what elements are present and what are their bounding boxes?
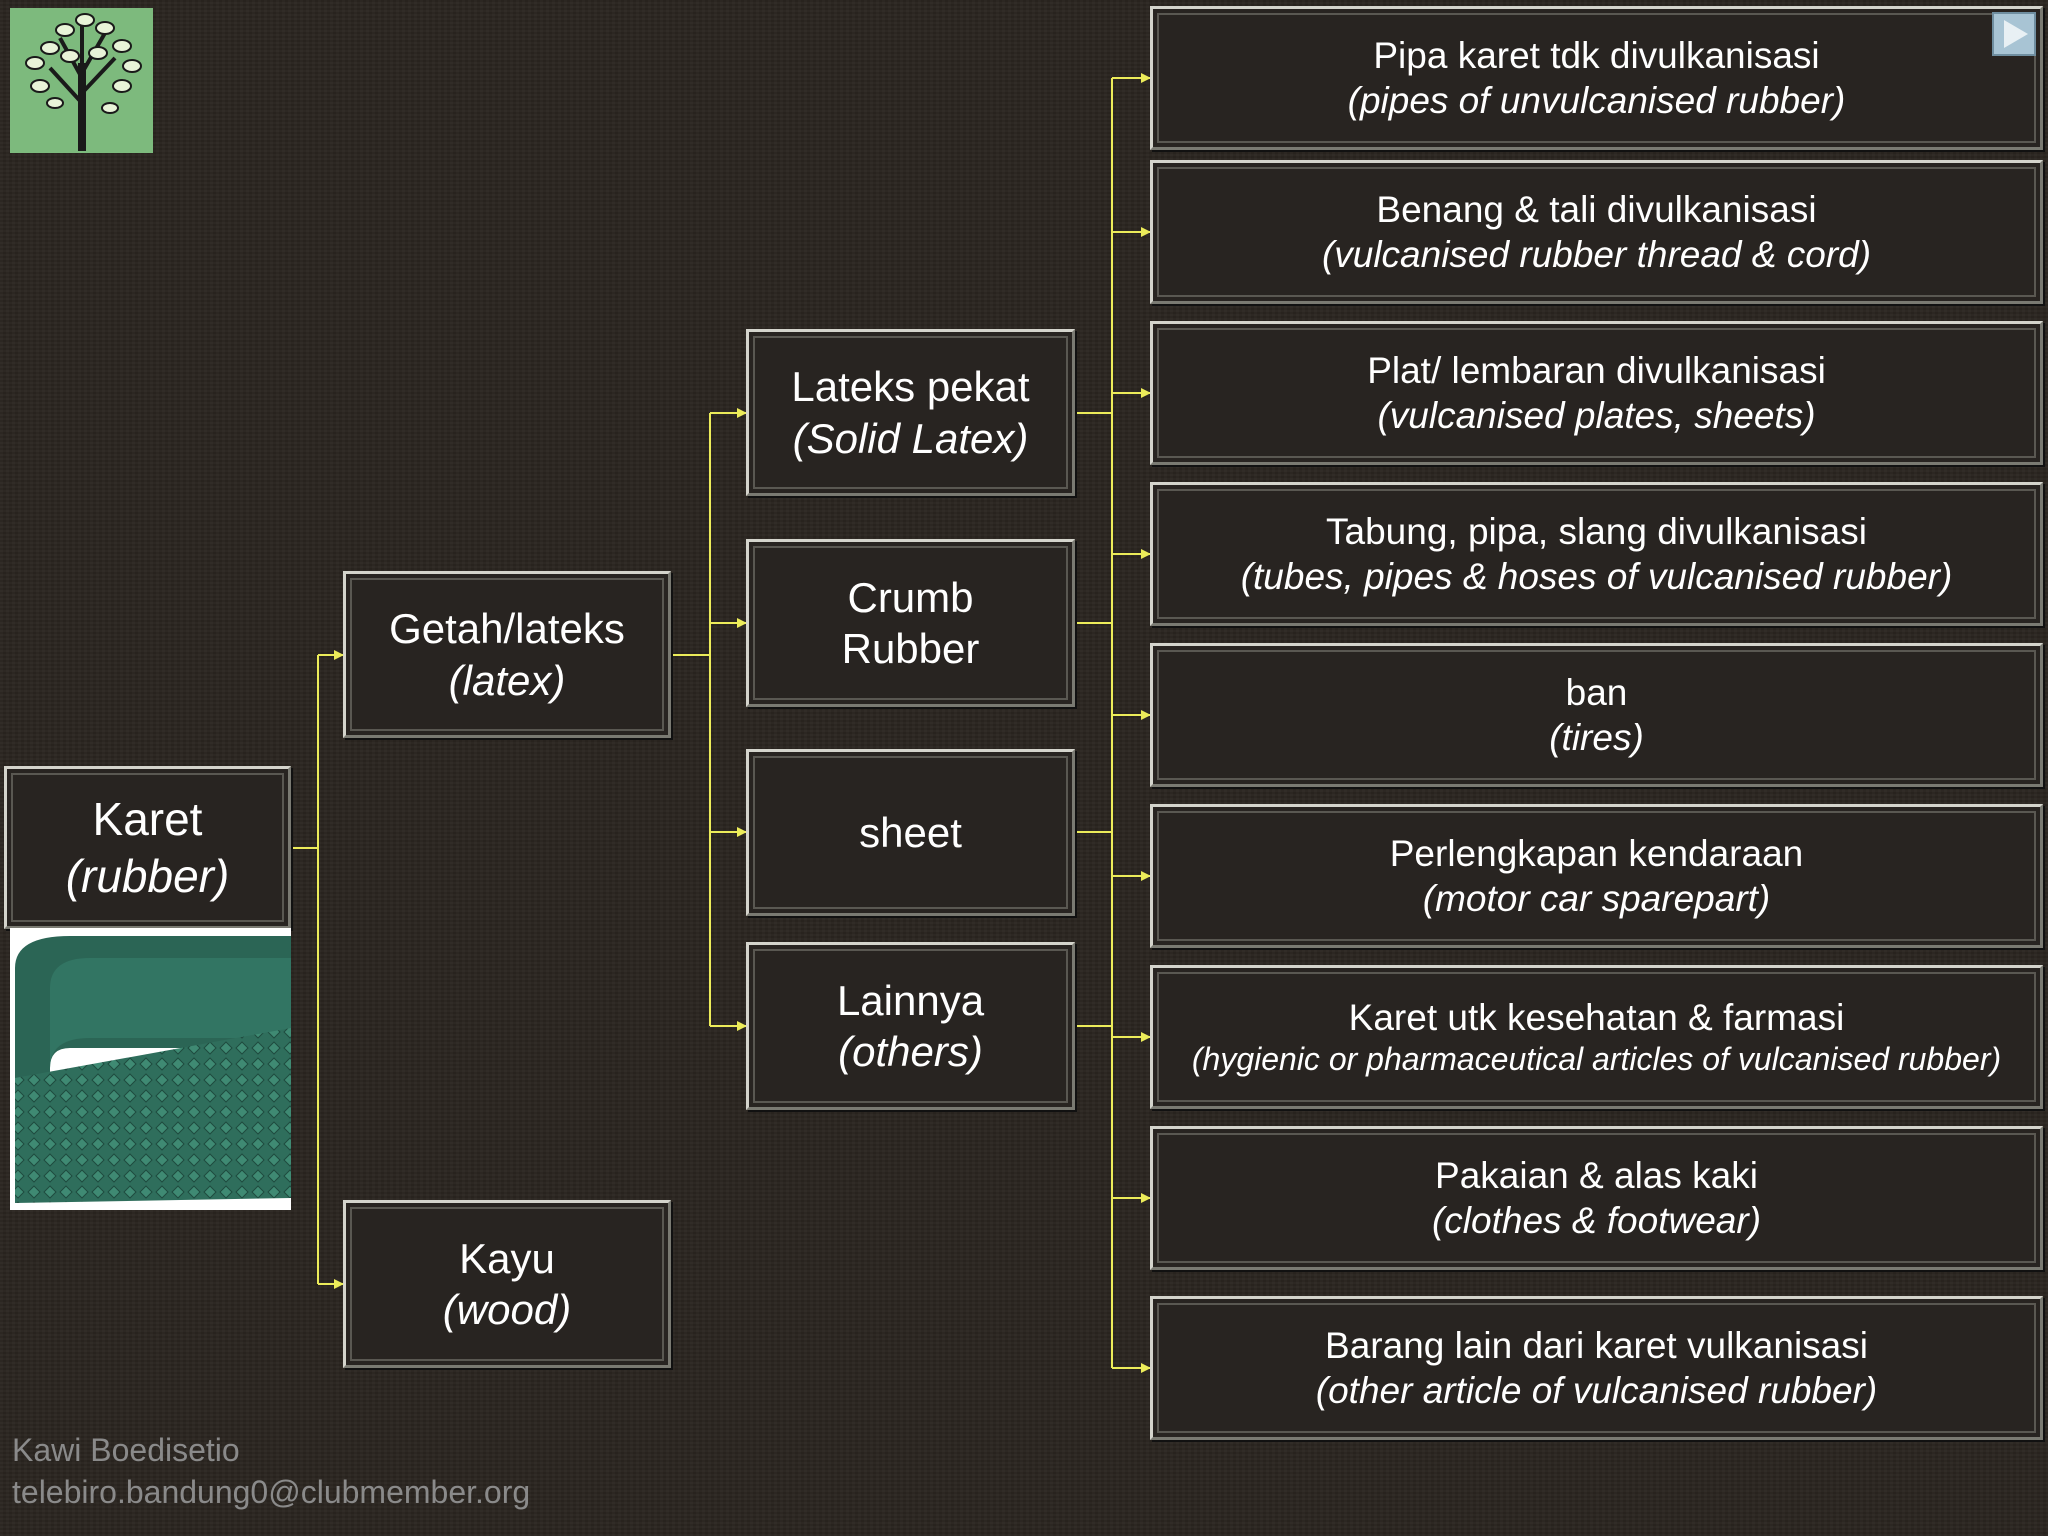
node-lainnya-label: Lainnya — [836, 976, 985, 1024]
footer-email: telebiro.bandung0@clubmember.org — [12, 1474, 531, 1510]
product-3-label: Plat/ lembaran divulkanisasi — [1367, 349, 1826, 391]
product-1: Pipa karet tdk divulkanisasi (pipes of u… — [1150, 6, 2043, 150]
tree-icon — [10, 8, 153, 153]
product-9-sub: (other article of vulcanised rubber) — [1315, 1370, 1878, 1411]
node-getah-lateks: Getah/lateks (latex) — [343, 571, 671, 738]
product-2: Benang & tali divulkanisasi (vulcanised … — [1150, 160, 2043, 304]
product-2-label: Benang & tali divulkanisasi — [1376, 188, 1817, 230]
product-4-sub: (tubes, pipes & hoses of vulcanised rubb… — [1240, 556, 1953, 597]
product-2-sub: (vulcanised rubber thread & cord) — [1321, 234, 1872, 275]
product-7-sub: (hygienic or pharmaceutical articles of … — [1191, 1041, 2002, 1078]
product-8: Pakaian & alas kaki (clothes & footwear) — [1150, 1126, 2043, 1270]
product-1-label: Pipa karet tdk divulkanisasi — [1373, 34, 1820, 76]
node-lainnya-sub: (others) — [838, 1028, 983, 1075]
node-crumb-label: Crumb — [847, 573, 974, 621]
product-4-label: Tabung, pipa, slang divulkanisasi — [1326, 510, 1867, 552]
node-kayu: Kayu (wood) — [343, 1200, 671, 1368]
product-9: Barang lain dari karet vulkanisasi (othe… — [1150, 1296, 2043, 1440]
product-6: Perlengkapan kendaraan (motor car sparep… — [1150, 804, 2043, 948]
product-7-label: Karet utk kesehatan & farmasi — [1348, 996, 1845, 1038]
product-8-sub: (clothes & footwear) — [1431, 1200, 1762, 1241]
product-1-sub: (pipes of unvulcanised rubber) — [1347, 80, 1846, 121]
node-root-label: Karet — [92, 793, 203, 846]
node-getah-label: Getah/lateks — [389, 605, 625, 653]
product-9-label: Barang lain dari karet vulkanisasi — [1325, 1324, 1868, 1366]
node-getah-sub: (latex) — [448, 656, 566, 704]
product-8-label: Pakaian & alas kaki — [1435, 1154, 1758, 1196]
product-6-sub: (motor car sparepart) — [1422, 878, 1771, 919]
node-crumb-rubber: Crumb Rubber — [746, 539, 1075, 707]
node-root-sub: (rubber) — [65, 849, 230, 902]
play-arrow-icon[interactable] — [1992, 12, 2036, 56]
product-7: Karet utk kesehatan & farmasi (hygienic … — [1150, 965, 2043, 1109]
node-kayu-label: Kayu — [459, 1234, 555, 1282]
rubber-mat-image — [10, 928, 291, 1210]
node-lateks-sub: (Solid Latex) — [792, 414, 1029, 462]
product-6-label: Perlengkapan kendaraan — [1389, 832, 1804, 874]
footer-author: Kawi Boedisetio — [12, 1432, 240, 1468]
product-3-sub: (vulcanised plates, sheets) — [1377, 395, 1816, 436]
product-3: Plat/ lembaran divulkanisasi (vulcanised… — [1150, 321, 2043, 465]
node-root: Karet (rubber) — [4, 766, 291, 929]
node-lateks-label: Lateks pekat — [791, 363, 1030, 411]
product-5: ban (tires) — [1150, 643, 2043, 787]
node-sheet: sheet — [746, 749, 1075, 916]
product-5-label: ban — [1565, 671, 1628, 713]
node-kayu-sub: (wood) — [442, 1286, 572, 1333]
node-crumb-sub: Rubber — [841, 625, 980, 672]
node-lainnya: Lainnya (others) — [746, 942, 1075, 1110]
product-5-sub: (tires) — [1549, 717, 1644, 758]
node-lateks-pekat: Lateks pekat (Solid Latex) — [746, 329, 1075, 496]
product-4: Tabung, pipa, slang divulkanisasi (tubes… — [1150, 482, 2043, 626]
node-sheet-label: sheet — [859, 808, 962, 856]
